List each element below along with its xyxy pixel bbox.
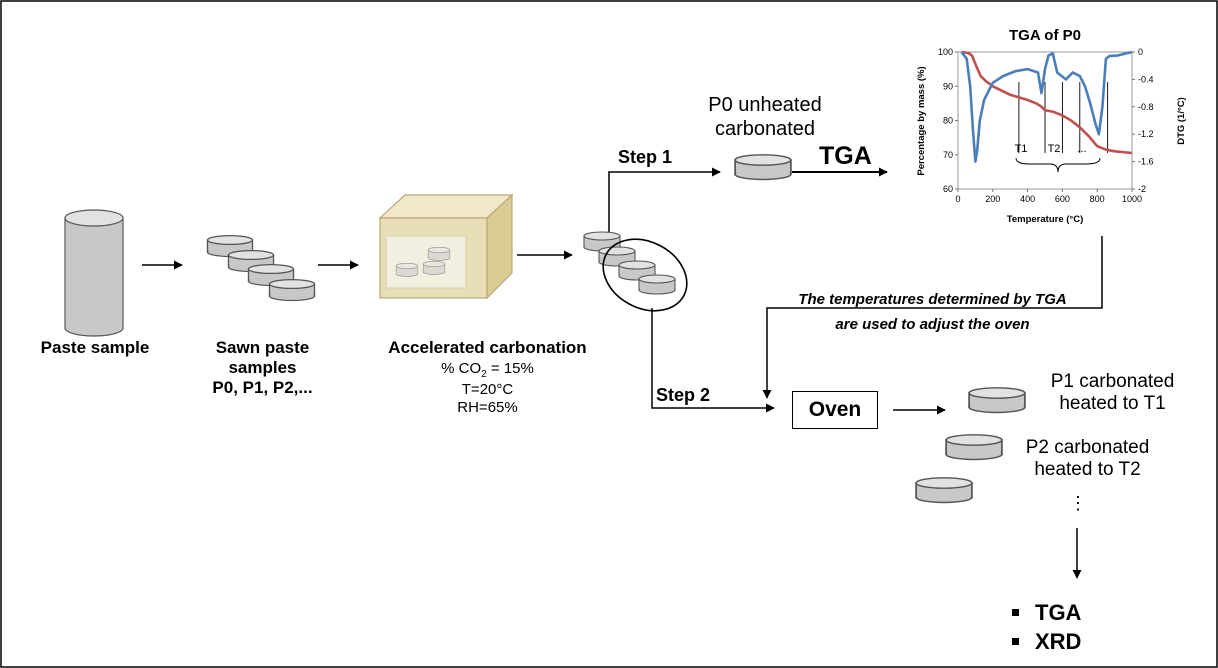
temperature-brace xyxy=(1015,157,1101,173)
co2-subscript: 2 xyxy=(481,369,487,381)
analysis-list: TGA XRD xyxy=(1012,598,1081,657)
oven-note-line2: are used to adjust the oven xyxy=(835,315,1030,333)
carbonated-samples-stack xyxy=(583,231,688,312)
y-tick-label: 60 xyxy=(943,184,953,194)
x-tick-label: 600 xyxy=(1055,194,1070,204)
analysis-item: XRD xyxy=(1012,627,1081,656)
analysis-xrd: XRD xyxy=(1035,629,1082,655)
y-tick-label: 70 xyxy=(943,150,953,160)
co2-suffix: = 15% xyxy=(486,360,534,378)
y-tick-label: 90 xyxy=(943,81,953,91)
y-tick-label: 100 xyxy=(938,47,953,57)
temperature-annotation: T2 xyxy=(1048,143,1061,155)
x-tick-label: 800 xyxy=(1090,194,1105,204)
y-tick-label: 80 xyxy=(943,116,953,126)
arrow-step2 xyxy=(651,308,775,413)
y2-tick-label: -0.4 xyxy=(1138,74,1154,84)
y2-tick-label: -1.2 xyxy=(1138,129,1154,139)
paste-sample-label: Paste sample xyxy=(40,338,150,357)
analysis-item: TGA xyxy=(1012,598,1081,627)
y2-tick-label: -2 xyxy=(1138,184,1146,194)
sawn-samples-line2: samples xyxy=(228,358,297,378)
y2-tick-label: -1.6 xyxy=(1138,157,1154,167)
p2-label-line1: P2 carbonated xyxy=(1025,437,1150,458)
sawn-samples-stack xyxy=(206,234,316,302)
oven-note-line1: The temperatures determined by TGA xyxy=(798,291,1067,308)
arrow-tga-to-oven xyxy=(762,236,1103,399)
p1-heated-label: P1 carbonated heated to T1 xyxy=(1025,371,1200,416)
step2-label: Step 2 xyxy=(656,385,711,405)
humidity-condition: RH=65% xyxy=(457,398,518,416)
y2-tick-label: -0.8 xyxy=(1138,102,1154,112)
x-tick-label: 1000 xyxy=(1122,194,1142,204)
x-tick-label: 0 xyxy=(955,194,960,204)
more-samples-ellipsis: ⋮ xyxy=(1069,493,1087,513)
temperature-condition: T=20°C xyxy=(461,380,514,398)
p2-heated-label: P2 carbonated heated to T2 xyxy=(1000,437,1175,482)
p0-label-line2: carbonated xyxy=(714,117,816,140)
chart-title: TGA of P0 xyxy=(1009,27,1081,44)
p0-label-line1: P0 unheated xyxy=(708,94,822,116)
bullet-square-icon xyxy=(1012,609,1019,617)
analysis-tga: TGA xyxy=(1035,600,1082,625)
p2-label-line2: heated to T2 xyxy=(1034,459,1141,481)
co2-prefix: % CO xyxy=(441,360,482,378)
oven-box: Oven xyxy=(792,391,878,429)
mass-series-line xyxy=(961,50,1133,155)
bullet-square-icon xyxy=(1012,638,1019,646)
step1-label: Step 1 xyxy=(618,147,673,167)
co2-condition: % CO2 = 15% xyxy=(355,360,620,381)
carbonation-chamber xyxy=(378,193,514,300)
y2-tick-label: 0 xyxy=(1138,47,1143,57)
p2-sample-disk xyxy=(945,433,1003,461)
p1-label-line1: P1 carbonated xyxy=(1050,371,1175,392)
dtg-series-line xyxy=(960,50,1133,163)
x-axis-label: Temperature (°C) xyxy=(1007,214,1083,225)
p1-sample-disk xyxy=(968,386,1026,414)
p1-label-line2: heated to T1 xyxy=(1059,393,1166,415)
pn-sample-disk xyxy=(915,476,973,504)
temperature-annotation: T1 xyxy=(1015,143,1028,155)
y2-axis-label: DTG (1/°C) xyxy=(1176,97,1187,145)
carbonation-label: Accelerated carbonation % CO2 = 15% T=20… xyxy=(355,338,620,416)
p0-sample-label: P0 unheated carbonated xyxy=(695,94,835,141)
oven-note: The temperatures determined by TGA are u… xyxy=(740,288,1125,338)
y-axis-label: Percentage by mass (%) xyxy=(916,66,927,175)
p0-sample-disk xyxy=(734,153,792,181)
temperature-annotation: ... xyxy=(1077,143,1086,155)
carbonation-title: Accelerated carbonation xyxy=(388,338,587,357)
tga-method-label: TGA xyxy=(819,142,872,170)
sawn-samples-line1: Sawn paste xyxy=(215,338,310,357)
x-tick-label: 400 xyxy=(1020,194,1035,204)
arrow-step1 xyxy=(608,167,721,232)
sawn-samples-line3: P0, P1, P2,... xyxy=(212,378,313,398)
x-tick-label: 200 xyxy=(985,194,1000,204)
sawn-samples-label: Sawn paste samples P0, P1, P2,... xyxy=(190,338,335,398)
paste-sample-cylinder xyxy=(64,209,124,337)
